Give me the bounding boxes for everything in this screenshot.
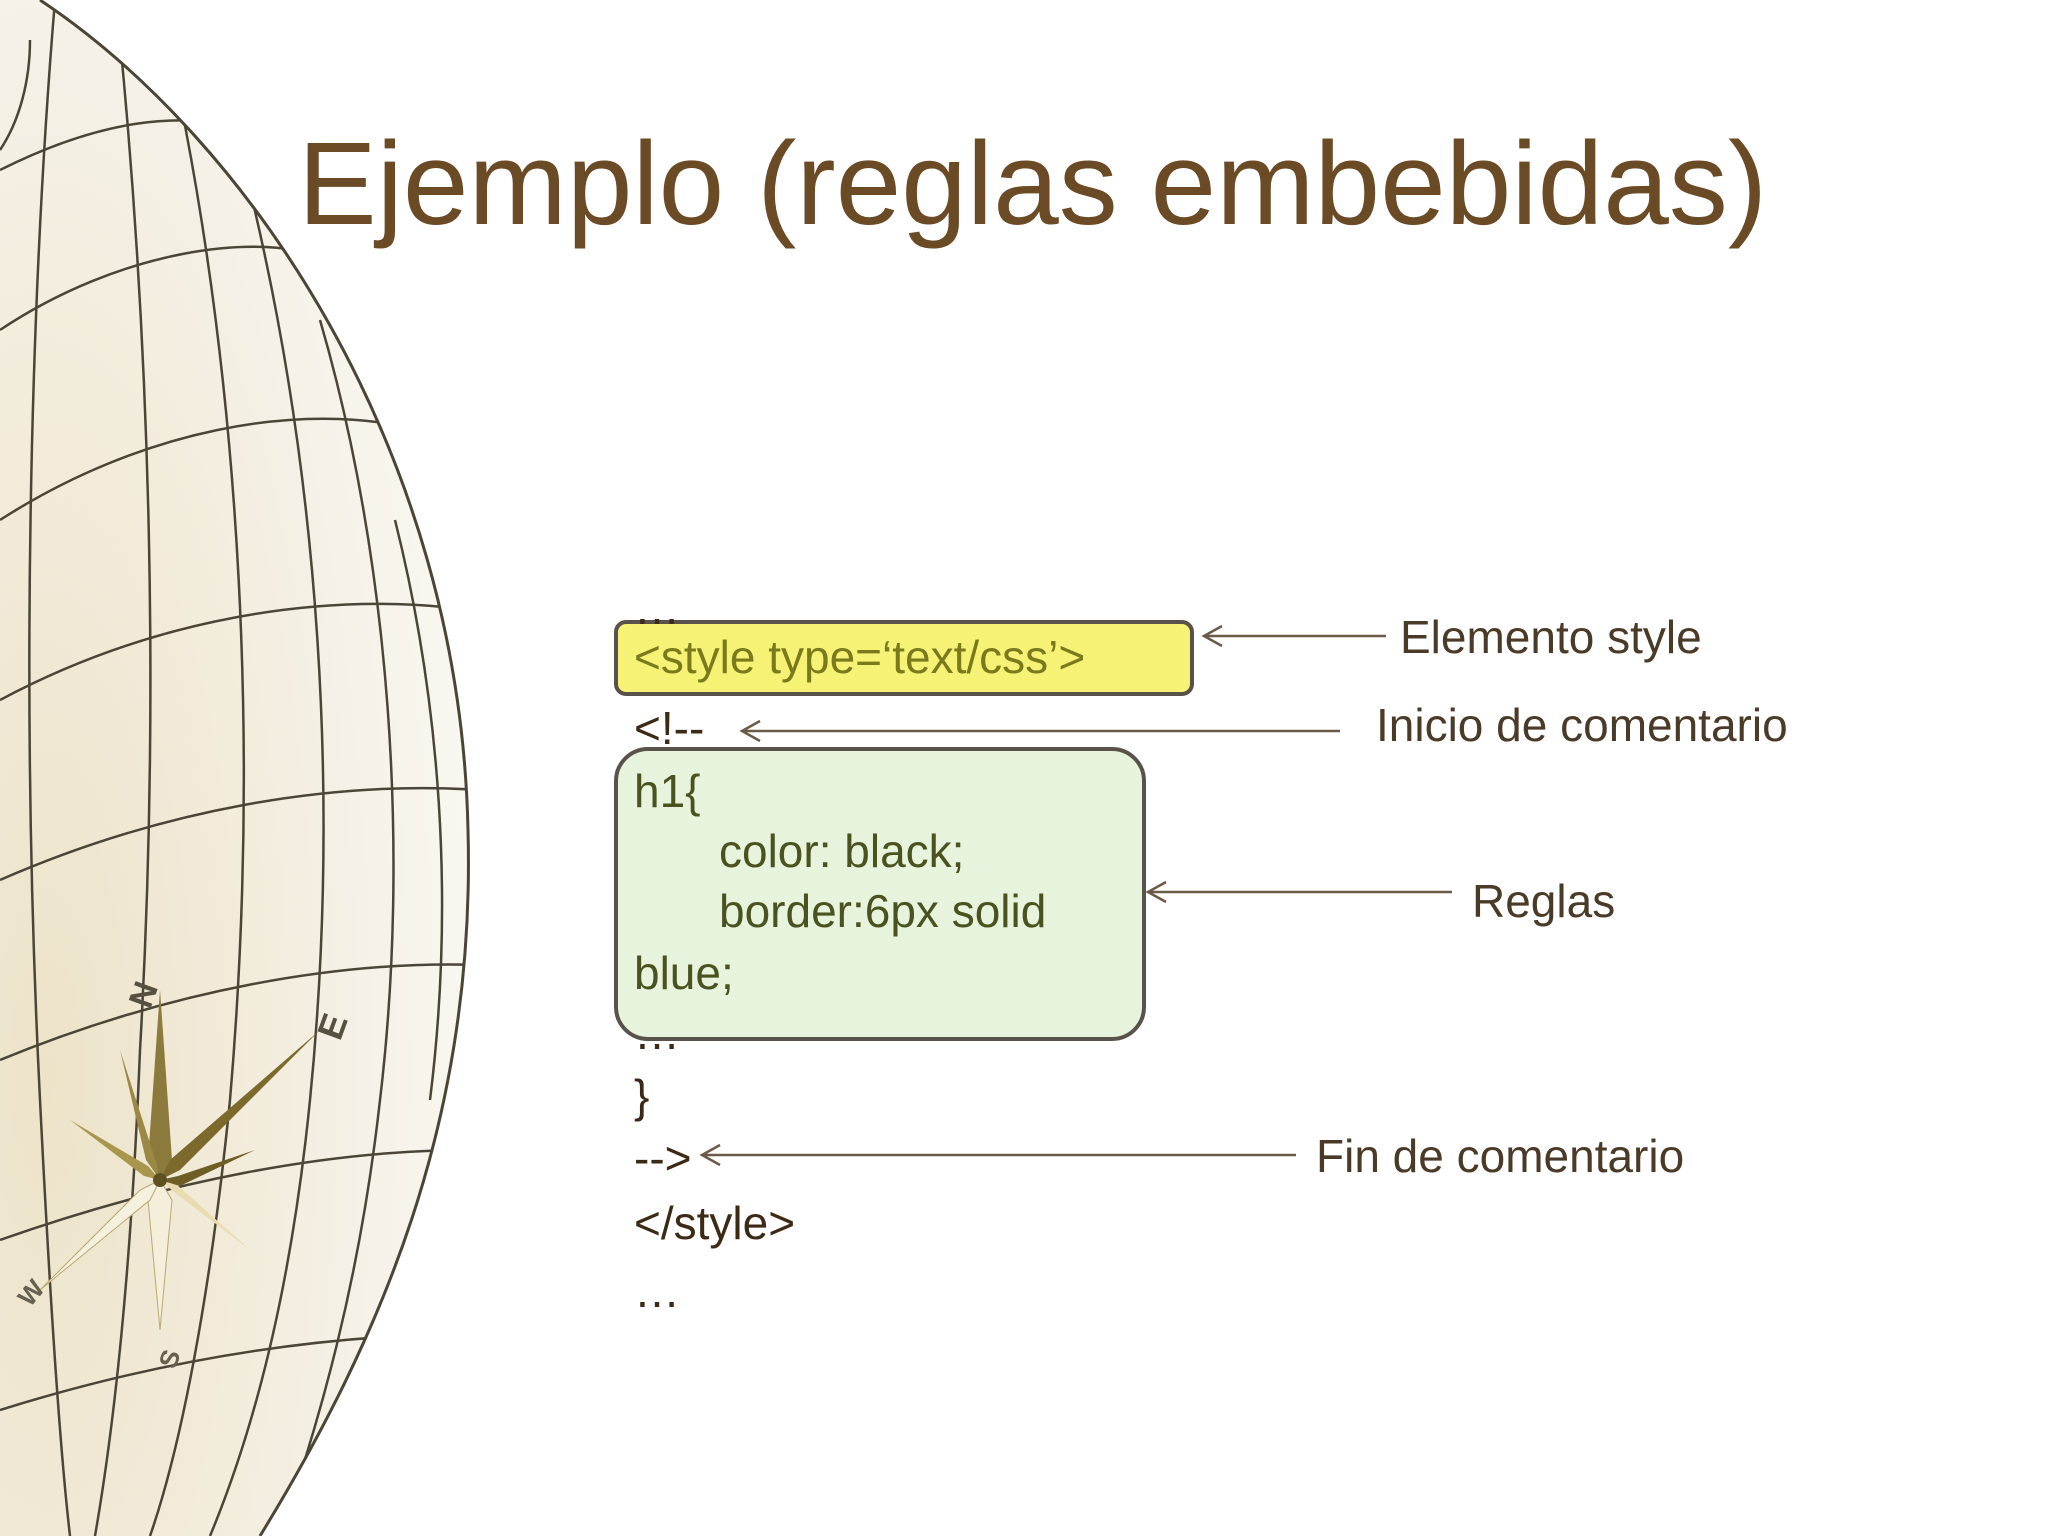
arrow-comment-start-head xyxy=(739,719,761,743)
globe-grid xyxy=(0,0,469,1536)
label-comment-start: Inicio de comentario xyxy=(1376,699,1788,751)
code-comment-open: <!-- xyxy=(634,702,705,754)
arrow-style-element-head xyxy=(1201,624,1223,648)
slide-title: Ejemplo (reglas embebidas) xyxy=(298,118,1768,250)
code-rule-border: border:6px solid xyxy=(719,885,1047,937)
code-rule-close: } xyxy=(634,1070,650,1122)
code-comment-close: --> xyxy=(634,1132,692,1184)
code-rule-selector: h1{ xyxy=(634,765,701,817)
label-rules: Reglas xyxy=(1472,875,1616,927)
arrow-rules-head xyxy=(1145,880,1167,904)
arrow-comment-end-head xyxy=(699,1143,721,1167)
label-comment-end: Fin de comentario xyxy=(1316,1130,1685,1182)
globe-illustration: N E W S xyxy=(0,0,470,1536)
code-style-open: <style type=‘text/css’> xyxy=(634,631,1086,683)
compass-rose xyxy=(39,990,320,1331)
code-ellipsis-mid: … xyxy=(634,1007,680,1059)
code-ellipsis-bottom: … xyxy=(634,1265,680,1317)
globe-outline xyxy=(39,0,470,1536)
style-element-highlight xyxy=(614,620,1194,696)
code-rule-color: color: black; xyxy=(719,825,965,877)
label-style-element: Elemento style xyxy=(1400,611,1702,663)
rules-highlight xyxy=(614,747,1146,1041)
code-style-close: </style> xyxy=(634,1197,796,1249)
code-rule-border-cont: blue; xyxy=(634,947,734,999)
code-ellipsis-top: … xyxy=(634,582,680,634)
